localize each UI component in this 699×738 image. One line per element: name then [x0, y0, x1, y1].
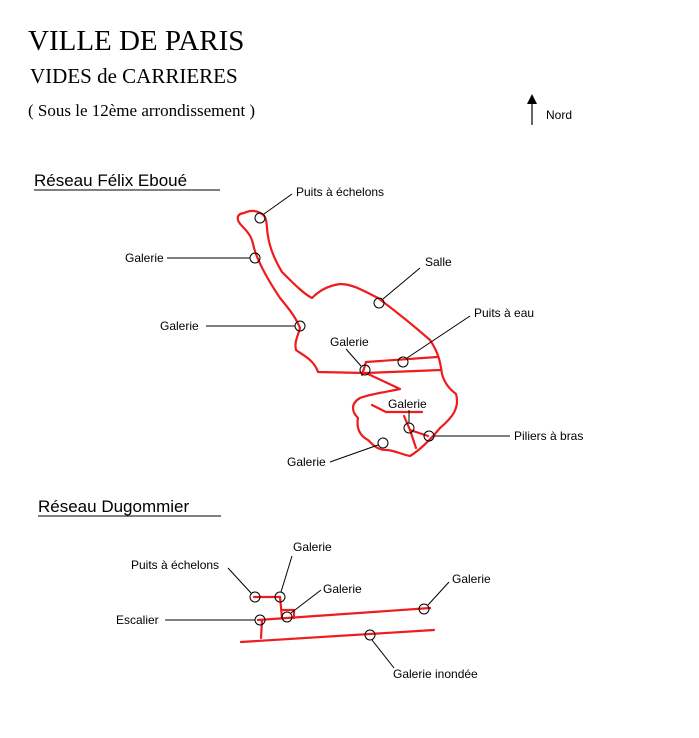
- felix-galerie-5-marker: [377, 437, 389, 449]
- dugommier-galerie-mid-marker: [281, 611, 293, 623]
- dugommier-galerie-top-marker: [274, 591, 286, 603]
- dugommier-galerie-inondee-marker: [364, 629, 376, 641]
- network-dugommier-tunnels: [239, 595, 436, 644]
- map-subtitle: VIDES de CARRIERES: [30, 64, 238, 88]
- dugommier-galerie-right-marker: [418, 603, 430, 615]
- map-location: ( Sous le 12ème arrondissement ): [28, 101, 255, 120]
- felix-puits-echelons-marker: [254, 212, 266, 224]
- felix-label-puits-echelons: Puits à échelons: [296, 185, 384, 199]
- felix-puits-eau-marker: [397, 356, 409, 368]
- map-title: VILLE DE PARIS: [28, 25, 244, 57]
- felix-label-galerie-5: Galerie: [287, 455, 326, 469]
- north-label: Nord: [546, 108, 572, 122]
- felix-label-galerie-3: Galerie: [330, 335, 369, 349]
- felix-galerie-3-marker: [359, 364, 371, 376]
- dugommier-label-galerie-right: Galerie: [452, 572, 491, 586]
- network-felix-tunnels: [236, 209, 459, 458]
- felix-label-galerie-2: Galerie: [160, 319, 199, 333]
- felix-label-galerie-1: Galerie: [125, 251, 164, 265]
- dugommier-label-galerie-mid: Galerie: [323, 582, 362, 596]
- dugommier-puits-echelons-marker: [249, 591, 261, 603]
- felix-label-puits-eau: Puits à eau: [474, 306, 534, 320]
- felix-salle-marker: [373, 297, 385, 309]
- network-felix-title: Réseau Félix Eboué: [34, 171, 187, 190]
- felix-label-piliers: Piliers à bras: [514, 429, 583, 443]
- felix-label-salle: Salle: [425, 255, 452, 269]
- dugommier-label-escalier: Escalier: [116, 613, 159, 627]
- felix-label-galerie-4: Galerie: [388, 397, 427, 411]
- dugommier-label-galerie-top: Galerie: [293, 540, 332, 554]
- north-arrow-icon: [527, 94, 537, 125]
- dugommier-label-galerie-inondee: Galerie inondée: [393, 667, 478, 681]
- dugommier-label-puits-echelons: Puits à échelons: [131, 558, 219, 572]
- network-dugommier-title: Réseau Dugommier: [38, 497, 190, 516]
